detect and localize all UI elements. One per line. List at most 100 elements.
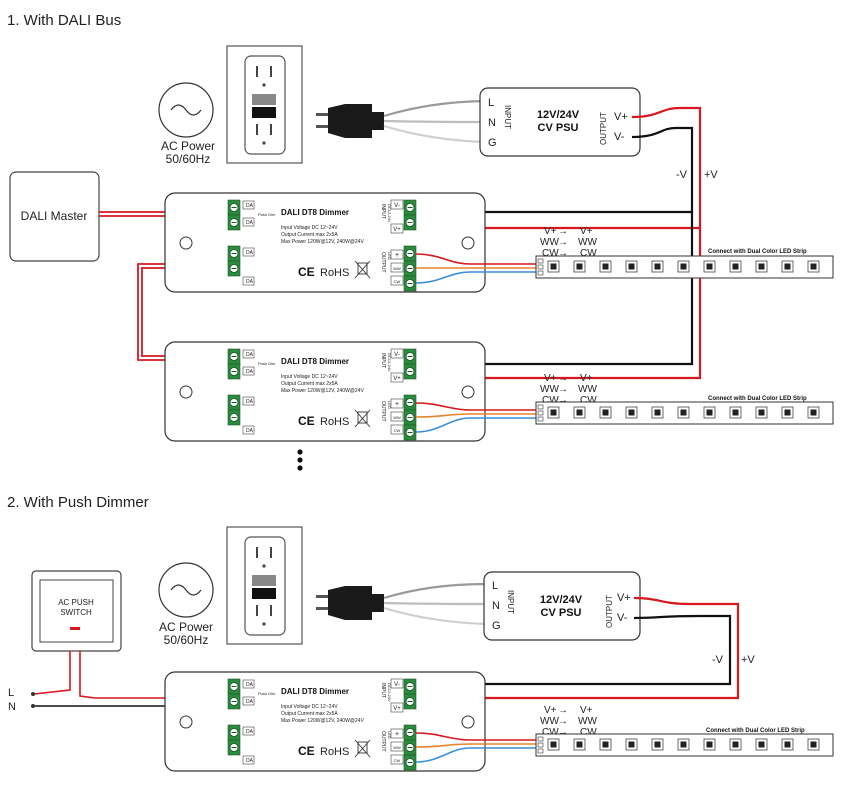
strip2-arrow-2: →: [558, 384, 568, 395]
dimmer2-term-plus: +: [395, 401, 399, 408]
dimmer1-rohs: RoHS: [320, 267, 349, 279]
dimmer3-title: DALI DT8 Dimmer: [281, 687, 349, 696]
dimmer1-spec1: Input Voltage DC 12~24V: [281, 225, 338, 231]
continuation-dots: [297, 449, 303, 471]
psu2-in-n: N: [492, 600, 500, 612]
dimmer3-ce: CE: [298, 744, 315, 758]
dimmer3-term-vpos: V+: [393, 706, 401, 712]
dimmer2-push-dim: Push Dim: [258, 361, 276, 366]
dimmer2-input-label: INPUT: [380, 353, 386, 368]
strip3-map-left-2: WW: [540, 716, 559, 727]
psu-in-g: G: [488, 137, 497, 149]
dimmer1-led-label: LED: [387, 252, 392, 260]
dimmer2-rohs: RoHS: [320, 416, 349, 428]
led-strip-2: [535, 401, 834, 425]
weee-bin-icon: [354, 260, 371, 279]
dimmer-1: [164, 192, 486, 293]
strip1-map-left-1: V+: [544, 226, 557, 237]
dimmer3-da-1: DA: [246, 682, 254, 688]
wire-pos-label-2: +V: [741, 654, 755, 666]
strip1-arrow-1: →: [558, 226, 568, 237]
psu2-name: 12V/24V: [540, 594, 583, 606]
dimmer3-da-2: DA: [246, 699, 254, 705]
wire-pos-label: +V: [704, 169, 718, 181]
power-plug-icon: [316, 586, 384, 620]
power-plug-icon: [316, 104, 384, 138]
psu-out-neg: V-: [614, 131, 625, 143]
psu2-input-label: INPUT: [506, 590, 515, 614]
dimmer2-da-2: DA: [246, 369, 254, 375]
dimmer3-led-label: LED: [387, 731, 392, 739]
dimmer1-input-range: DC12-24V: [387, 204, 392, 223]
psu2-output-label: OUTPUT: [605, 595, 614, 628]
dimmer2-spec3: Max Power 120W@12V, 240W@24V: [281, 388, 364, 394]
push-switch-line1: AC PUSH: [58, 598, 94, 607]
dimmer2-led-label: LED: [387, 401, 392, 409]
led-strip-3: [535, 733, 834, 757]
psu2-out-neg: V-: [617, 612, 628, 624]
dimmer2-term-vpos: V+: [393, 376, 401, 382]
ac-power-freq: 50/60Hz: [166, 152, 211, 166]
weee-bin-icon: [354, 739, 371, 758]
dimmer1-push-dim: Push Dim: [258, 212, 276, 217]
psu-in-n: N: [488, 117, 496, 129]
dimmer1-ce: CE: [298, 265, 315, 279]
dimmer2-term-vneg: V-: [394, 352, 400, 358]
ac-power-label-2: AC Power: [159, 620, 213, 634]
dimmer1-term-vneg: V-: [394, 203, 400, 209]
strip3-map-right-2: WW: [578, 716, 597, 727]
push-wire-n: N: [8, 701, 16, 713]
dimmer3-term-vneg: V-: [394, 682, 400, 688]
dali-master-label: DALI Master: [21, 209, 88, 223]
ac-power-label: AC Power: [161, 139, 215, 153]
strip2-label: Connect with Dual Color LED Strip: [708, 396, 807, 402]
dimmer1-da-4: DA: [246, 279, 254, 285]
psu-out-pos: V+: [614, 111, 628, 123]
dimmer2-da-3: DA: [246, 399, 254, 405]
dimmer3-da-3: DA: [246, 729, 254, 735]
dimmer3-input-label: INPUT: [380, 683, 386, 698]
dimmer3-input-range: DC12-24V: [387, 683, 392, 702]
psu2-in-l: L: [492, 580, 498, 592]
dimmer3-output-label: OUTPUT: [380, 731, 386, 752]
dimmer2-term-ww: WW: [393, 415, 401, 420]
wire-neg-label: -V: [676, 169, 688, 181]
strip2-map-left-1: V+: [544, 373, 557, 384]
strip3-map-left-3: CW: [542, 727, 559, 738]
dimmer1-da-2: DA: [246, 220, 254, 226]
strip3-map-right-3: CW: [580, 727, 597, 738]
section2-title: 2. With Push Dimmer: [7, 494, 149, 511]
dimmer3-spec1: Input Voltage DC 12~24V: [281, 704, 338, 710]
psu-1: [479, 87, 641, 157]
dimmer2-title: DALI DT8 Dimmer: [281, 357, 349, 366]
ac-power-freq-2: 50/60Hz: [164, 633, 209, 647]
strip2-map-right-2: WW: [578, 384, 597, 395]
dimmer2-da-4: DA: [246, 428, 254, 434]
push-switch-box: [31, 570, 122, 652]
dimmer3-term-plus: +: [395, 731, 399, 738]
strip2-map-left-2: WW: [540, 384, 559, 395]
wall-outlet-icon: [226, 45, 303, 164]
weee-bin-icon: [354, 409, 371, 428]
dimmer2-spec1: Input Voltage DC 12~24V: [281, 374, 338, 380]
dimmer1-input-label: INPUT: [380, 204, 386, 219]
strip2-arrow-3: →: [558, 395, 568, 406]
dimmer2-input-range: DC12-24V: [387, 353, 392, 372]
strip3-map-left-1: V+: [544, 705, 557, 716]
led-strip-1: [535, 255, 834, 279]
psu2-in-g: G: [492, 620, 501, 632]
strip1-map-right-3: CW: [580, 248, 597, 259]
push-wire-l: L: [8, 687, 14, 699]
dimmer3-term-cw: CW: [394, 758, 401, 763]
dimmer3-spec2: Output Current max 2x5A: [281, 711, 338, 717]
strip2-map-right-1: V+: [580, 373, 593, 384]
ac-power-symbol-2: [158, 562, 214, 618]
wire-neg-label-2: -V: [712, 654, 724, 666]
dimmer-2: [164, 341, 486, 442]
dimmer3-rohs: RoHS: [320, 746, 349, 758]
strip1-map-right-2: WW: [578, 237, 597, 248]
strip1-map-left-2: WW: [540, 237, 559, 248]
strip2-map-right-3: CW: [580, 395, 597, 406]
dimmer2-spec2: Output Current max 2x5A: [281, 381, 338, 387]
strip1-arrow-2: →: [558, 237, 568, 248]
